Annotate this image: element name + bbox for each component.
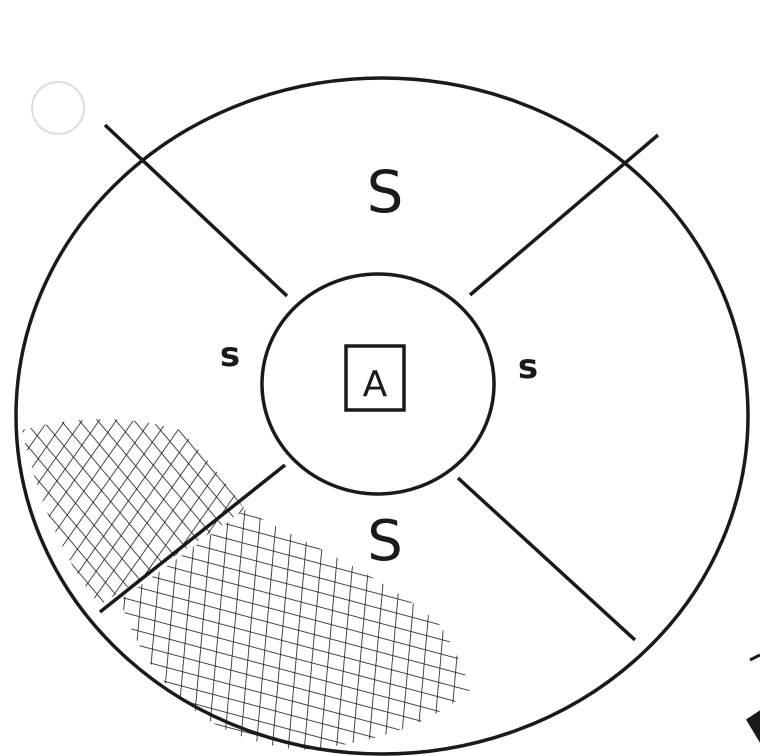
divider-top-left — [105, 125, 287, 296]
divider-bottom-right — [458, 478, 635, 640]
label-center: A — [363, 364, 388, 405]
label-bottom: S — [367, 509, 403, 574]
label-left: s — [220, 335, 240, 375]
edge-mark — [748, 655, 760, 740]
divider-top-right — [470, 135, 658, 295]
label-right: s — [518, 347, 538, 387]
label-top: S — [367, 158, 404, 226]
scan-artifact — [32, 82, 84, 134]
